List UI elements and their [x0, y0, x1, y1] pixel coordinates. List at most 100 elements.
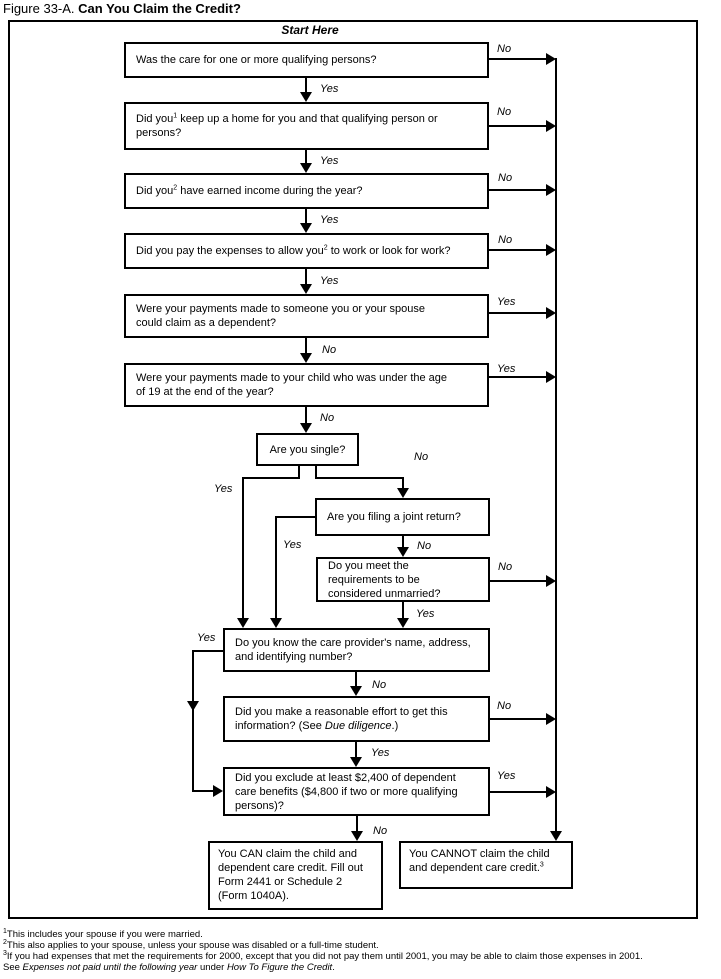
text-part: Did you make a reasonable effort to get …: [235, 706, 448, 732]
edge-line: [490, 791, 546, 793]
arrowhead-right: [213, 785, 223, 797]
arrowhead-down: [300, 92, 312, 102]
node-joint-return-text: Are you filing a joint return?: [327, 511, 461, 523]
node-qualifying-persons-text: Was the care for one or more qualifying …: [136, 54, 377, 66]
flowchart-border: [8, 20, 698, 919]
footnote-1: 1This includes your spouse if you were m…: [3, 927, 643, 940]
footnote-3: 3If you had expenses that met the requir…: [3, 950, 643, 962]
edge-label-yes: Yes: [320, 214, 339, 226]
expenses-not-paid-ref: Expenses not paid until the following ye…: [22, 962, 198, 973]
node-payments-child19-text: Were your payments made to your child wh…: [136, 372, 448, 398]
result-cannot-claim-text: You CANNOT claim the child and dependent…: [401, 843, 571, 879]
node-pay-expenses-text: Did you pay the expenses to allow you2 t…: [126, 244, 465, 258]
arrowhead-down: [550, 831, 562, 841]
edge-line: [355, 672, 357, 687]
edge-line: [242, 477, 244, 619]
node-reasonable-effort: Did you make a reasonable effort to get …: [223, 696, 490, 742]
edge-label-no: No: [497, 43, 512, 55]
node-are-you-single: Are you single?: [256, 433, 359, 466]
node-exclude-benefits: Did you exclude at least $2,400 of depen…: [223, 767, 490, 816]
edge-line: [402, 536, 404, 548]
how-to-figure-ref: How To Figure the Credit: [226, 962, 333, 973]
edge-line: [275, 516, 277, 619]
edge-line: [489, 376, 546, 378]
edge-line: [489, 125, 546, 127]
edge-label-yes: Yes: [320, 275, 339, 287]
edge-label-no: No: [322, 344, 337, 356]
arrowhead-down: [397, 488, 409, 498]
text-part: keep up a home for you and that qualifyi…: [136, 113, 438, 139]
arrowhead-right: [546, 786, 556, 798]
edge-label-yes: Yes: [497, 296, 516, 308]
text-part: Did you pay the expenses to allow you: [136, 245, 324, 257]
edge-line: [355, 742, 357, 758]
node-payments-dependent-text: Were your payments made to someone you o…: [136, 303, 426, 329]
edge-label-no: No: [417, 540, 432, 552]
edge-label-no: No: [373, 825, 388, 837]
edge-line: [275, 516, 315, 518]
node-are-you-single-text: Are you single?: [269, 443, 346, 456]
edge-line: [489, 312, 546, 314]
edge-line: [192, 790, 214, 792]
node-payments-child19: Were your payments made to your child wh…: [124, 363, 489, 407]
edge-line: [489, 58, 546, 60]
edge-line: [305, 78, 307, 93]
node-considered-unmarried-text: Do you meet the requirements to be consi…: [328, 559, 441, 600]
figure-title: Figure 33-A. Can You Claim the Credit?: [3, 1, 241, 16]
edge-line: [305, 269, 307, 285]
edge-line: [242, 477, 300, 479]
arrowhead-down: [187, 701, 199, 711]
edge-label-no: No: [320, 412, 335, 424]
arrowhead-down: [397, 547, 409, 557]
footnote-2: 2This also applies to your spouse, unles…: [3, 939, 643, 951]
text-part: .): [391, 720, 399, 732]
arrowhead-down: [351, 831, 363, 841]
edge-label-yes: Yes: [416, 608, 435, 620]
footnote-ref-2: 2: [173, 184, 178, 192]
arrowhead-down: [350, 686, 362, 696]
arrowhead-right: [546, 53, 556, 65]
edge-label-no: No: [372, 679, 387, 691]
edge-line: [305, 407, 307, 424]
result-can-claim-text: You CAN claim the child and dependent ca…: [218, 848, 363, 902]
footnote-4: See Expenses not paid until the followin…: [3, 962, 643, 973]
edge-label-yes: Yes: [497, 770, 516, 782]
node-considered-unmarried: Do you meet the requirements to be consi…: [316, 557, 490, 602]
edge-label-no: No: [498, 172, 513, 184]
text-part: Did you: [136, 113, 174, 125]
edge-label-yes: Yes: [371, 747, 390, 759]
rail-line: [555, 58, 557, 832]
arrowhead-right: [546, 184, 556, 196]
footnote-1-marker: 1: [3, 927, 7, 935]
edge-line: [402, 477, 404, 489]
text-part: to work or look for work?: [327, 245, 451, 257]
arrowhead-right: [546, 575, 556, 587]
arrowhead-down: [270, 618, 282, 628]
node-joint-return: Are you filing a joint return?: [315, 498, 490, 536]
arrowhead-right: [546, 244, 556, 256]
result-can-claim: You CAN claim the child and dependent ca…: [208, 841, 383, 910]
edge-line: [305, 209, 307, 224]
arrowhead-right: [546, 307, 556, 319]
footnote-3-text: If you had expenses that met the require…: [6, 951, 643, 962]
start-here-label: Start Here: [281, 23, 339, 37]
edge-line: [305, 150, 307, 164]
edge-label-no: No: [497, 106, 512, 118]
edge-line: [489, 189, 546, 191]
arrowhead-down: [237, 618, 249, 628]
footnote-ref-3: 3: [539, 861, 544, 869]
arrowhead-right: [546, 713, 556, 725]
edge-line: [315, 466, 317, 479]
edge-line: [315, 477, 404, 479]
node-pay-expenses: Did you pay the expenses to allow you2 t…: [124, 233, 489, 269]
arrowhead-down: [300, 284, 312, 294]
arrowhead-right: [546, 120, 556, 132]
edge-label-no: No: [498, 561, 513, 573]
edge-label-no: No: [414, 451, 429, 463]
due-diligence-ref: Due diligence: [324, 720, 392, 732]
node-care-provider-info: Do you know the care provider's name, ad…: [223, 628, 490, 672]
edge-line: [192, 650, 194, 792]
node-payments-dependent: Were your payments made to someone you o…: [124, 294, 489, 338]
result-cannot-claim: You CANNOT claim the child and dependent…: [399, 841, 573, 889]
text-part: Did you: [136, 185, 174, 197]
